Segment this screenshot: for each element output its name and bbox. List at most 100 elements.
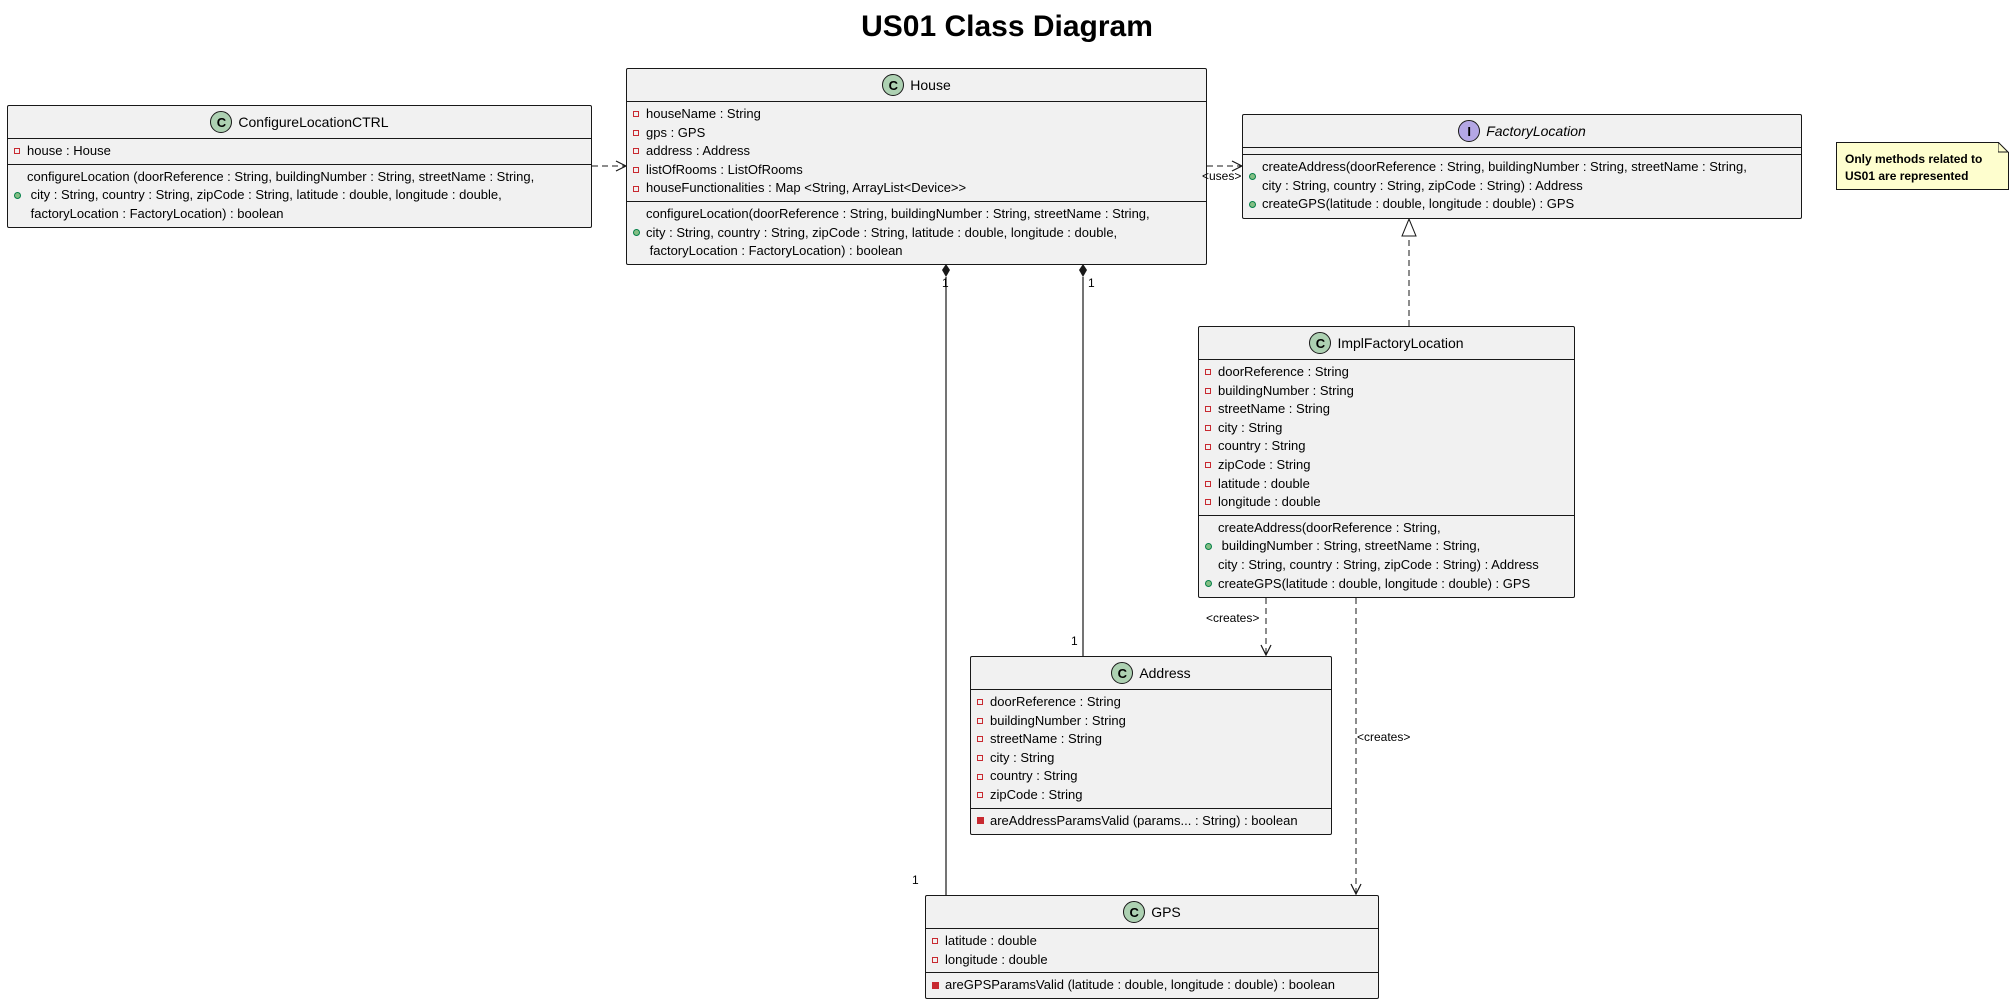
class-header: C ConfigureLocationCTRL bbox=[8, 106, 591, 139]
private-method-icon bbox=[932, 981, 939, 989]
note-fold-icon bbox=[1998, 142, 2009, 153]
attribute: doorReference : String bbox=[1199, 363, 1574, 382]
class-header: C GPS bbox=[926, 896, 1378, 929]
attributes-section: houseName : String gps : GPS address : A… bbox=[627, 102, 1206, 201]
attribute: streetName : String bbox=[1199, 400, 1574, 419]
method: configureLocation (doorReference : Strin… bbox=[8, 168, 591, 224]
methods-section: createAddress(doorReference : String, bu… bbox=[1243, 154, 1801, 217]
methods-section: configureLocation(doorReference : String… bbox=[627, 200, 1206, 264]
method: configureLocation(doorReference : String… bbox=[627, 205, 1206, 261]
public-icon bbox=[633, 229, 640, 237]
class-house: C House houseName : String gps : GPS add… bbox=[626, 68, 1207, 265]
private-icon bbox=[1205, 462, 1211, 469]
attributes-section: doorReference : String buildingNumber : … bbox=[1199, 360, 1574, 515]
attribute: city : String bbox=[1199, 419, 1574, 438]
attributes-section: latitude : double longitude : double bbox=[926, 929, 1378, 972]
label-uses: <uses> bbox=[1202, 169, 1242, 183]
private-icon bbox=[932, 938, 938, 945]
method: areGPSParamsValid (latitude : double, lo… bbox=[926, 976, 1378, 995]
attribute: houseName : String bbox=[627, 105, 1206, 124]
attributes-section: doorReference : String buildingNumber : … bbox=[971, 690, 1331, 808]
public-icon bbox=[1205, 580, 1212, 588]
methods-section: configureLocation (doorReference : Strin… bbox=[8, 163, 591, 227]
note-line: US01 are represented bbox=[1845, 169, 1969, 183]
attribute: longitude : double bbox=[926, 951, 1378, 970]
private-icon bbox=[932, 956, 938, 963]
attribute: latitude : double bbox=[1199, 475, 1574, 494]
composition-diamond-address bbox=[1079, 264, 1087, 277]
class-c-icon: C bbox=[210, 111, 233, 133]
methods-section: areGPSParamsValid (latitude : double, lo… bbox=[926, 972, 1378, 998]
attribute: zipCode : String bbox=[971, 786, 1331, 805]
private-icon bbox=[633, 167, 639, 174]
realization-triangle bbox=[1401, 217, 1417, 237]
label-creates-gps: <creates> bbox=[1357, 730, 1411, 744]
attribute: country : String bbox=[1199, 437, 1574, 456]
private-icon bbox=[633, 129, 639, 136]
private-icon bbox=[1205, 387, 1211, 394]
public-icon bbox=[1205, 543, 1212, 551]
class-gps: C GPS latitude : double longitude : doub… bbox=[925, 895, 1379, 999]
private-icon bbox=[1205, 425, 1211, 432]
private-icon bbox=[14, 148, 20, 155]
attribute: country : String bbox=[971, 767, 1331, 786]
public-icon bbox=[1249, 200, 1256, 208]
private-icon bbox=[977, 792, 983, 799]
class-name: GPS bbox=[1151, 904, 1181, 920]
attribute: latitude : double bbox=[926, 932, 1378, 951]
class-header: C House bbox=[627, 69, 1206, 102]
attribute: address : Address bbox=[627, 142, 1206, 161]
multiplicity-house-address: 1 bbox=[1088, 276, 1095, 290]
composition-diamond-gps bbox=[942, 264, 950, 277]
class-name: Address bbox=[1139, 665, 1191, 681]
class-configure-location-ctrl: C ConfigureLocationCTRL house : House co… bbox=[7, 105, 592, 228]
attribute: zipCode : String bbox=[1199, 456, 1574, 475]
class-c-icon: C bbox=[1111, 662, 1134, 684]
attribute: house : House bbox=[8, 142, 591, 161]
diagram-title: US01 Class Diagram bbox=[861, 10, 1153, 43]
interface-header: I FactoryLocation bbox=[1243, 115, 1801, 148]
multiplicity-house-gps: 1 bbox=[942, 276, 949, 290]
label-creates-address: <creates> bbox=[1206, 611, 1260, 625]
class-name: ConfigureLocationCTRL bbox=[238, 114, 389, 130]
attributes-section: house : House bbox=[8, 139, 591, 164]
interface-i-icon: I bbox=[1458, 120, 1481, 142]
public-icon bbox=[14, 191, 21, 199]
public-icon bbox=[1249, 173, 1256, 181]
private-icon bbox=[1205, 499, 1211, 506]
class-name: ImplFactoryLocation bbox=[1337, 335, 1464, 351]
class-address: C Address doorReference : String buildin… bbox=[970, 656, 1332, 835]
attribute: longitude : double bbox=[1199, 493, 1574, 512]
attribute: buildingNumber : String bbox=[971, 712, 1331, 731]
interface-factory-location: I FactoryLocation createAddress(doorRefe… bbox=[1242, 114, 1802, 219]
private-method-icon bbox=[977, 817, 984, 825]
private-icon bbox=[1205, 443, 1211, 450]
class-header: C Address bbox=[971, 657, 1331, 690]
multiplicity-gps: 1 bbox=[912, 873, 919, 887]
attribute: city : String bbox=[971, 749, 1331, 768]
methods-section: areAddressParamsValid (params... : Strin… bbox=[971, 807, 1331, 834]
method: areAddressParamsValid (params... : Strin… bbox=[971, 812, 1331, 831]
private-icon bbox=[633, 111, 639, 118]
methods-section: createAddress(doorReference : String, bu… bbox=[1199, 514, 1574, 596]
private-icon bbox=[1205, 406, 1211, 413]
private-icon bbox=[633, 148, 639, 155]
note-fold-corner bbox=[1999, 142, 2009, 152]
private-icon bbox=[977, 717, 983, 724]
private-icon bbox=[977, 755, 983, 762]
class-header: C ImplFactoryLocation bbox=[1199, 327, 1574, 360]
method: createAddress(doorReference : String, bu… bbox=[1243, 158, 1801, 195]
method: createGPS(latitude : double, longitude :… bbox=[1199, 575, 1574, 594]
multiplicity-address: 1 bbox=[1071, 634, 1078, 648]
private-icon bbox=[1205, 480, 1211, 487]
note: Only methods related to US01 are represe… bbox=[1836, 142, 2009, 190]
class-c-icon: C bbox=[1123, 901, 1146, 923]
attribute: houseFunctionalities : Map <String, Arra… bbox=[627, 179, 1206, 198]
note-line: Only methods related to bbox=[1845, 152, 1983, 166]
class-c-icon: C bbox=[1309, 332, 1332, 354]
class-name: House bbox=[910, 77, 951, 93]
private-icon bbox=[977, 773, 983, 780]
attribute: streetName : String bbox=[971, 730, 1331, 749]
attribute: gps : GPS bbox=[627, 124, 1206, 143]
attribute: listOfRooms : ListOfRooms bbox=[627, 161, 1206, 180]
